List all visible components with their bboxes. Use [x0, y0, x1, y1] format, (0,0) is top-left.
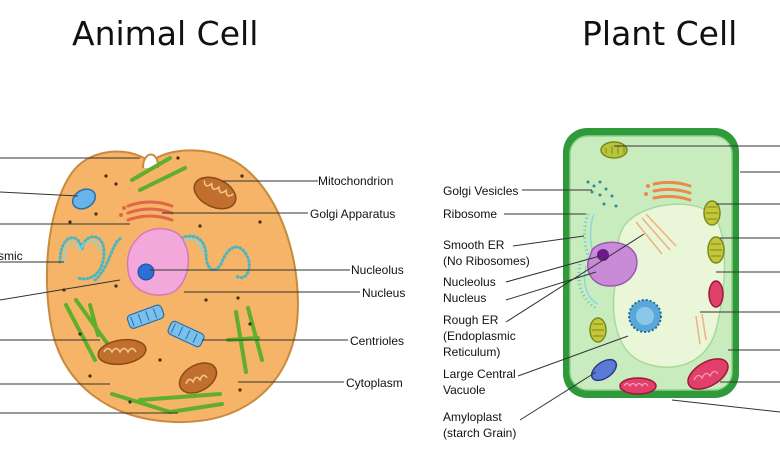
- animal-ribosomes: [62, 156, 262, 404]
- label-plant-nucleus: Nucleus: [443, 291, 487, 305]
- plant-vesicles: [586, 180, 618, 208]
- plant-vacuole: [612, 203, 726, 368]
- label-centrioles: Centrioles: [350, 334, 405, 348]
- animal-er: [58, 234, 251, 282]
- label-ribosome: Ribosome: [443, 207, 498, 221]
- label-golgi-vesicles: Golgi Vesicles: [443, 184, 519, 198]
- plant-er: [577, 213, 597, 310]
- label-plant-nucleolus: Nucleolus: [443, 275, 496, 289]
- animal-er-inner: [63, 238, 203, 263]
- label-smooth-er: Smooth ER: [443, 238, 505, 252]
- animal-lysosome: [71, 188, 97, 210]
- plant-golgi: [644, 180, 692, 202]
- label-amyloplast: Amyloplast: [443, 410, 502, 424]
- animal-cell-title: Animal Cell: [72, 14, 259, 53]
- animal-leader-lines: [0, 157, 360, 414]
- plant-nucleolus: [597, 249, 609, 261]
- animal-cell: [0, 149, 360, 424]
- plant-cell-title: Plant Cell: [582, 14, 738, 53]
- animal-golgi: [119, 200, 174, 222]
- animal-mitochondria: [97, 176, 237, 394]
- label-animal-nucleus: Nucleus: [362, 286, 406, 300]
- plant-chloroplasts: [589, 141, 725, 343]
- label-mitochondrion: Mitochondrion: [318, 174, 394, 188]
- label-cytoplasm: Cytoplasm: [346, 376, 403, 390]
- plant-starch-grain: [590, 358, 618, 382]
- label-smooth-er-note: (No Ribosomes): [443, 254, 530, 268]
- animal-nucleus: [126, 228, 190, 296]
- plant-amyloplasts: [619, 280, 729, 395]
- plant-cell: [504, 128, 780, 421]
- plant-peroxisome: [628, 299, 662, 333]
- plant-rough-er-lines: [635, 213, 707, 345]
- animal-centrioles: [126, 304, 205, 348]
- label-cut-left: smic: [0, 249, 23, 263]
- label-animal-nucleolus: Nucleolus: [351, 263, 404, 277]
- label-golgi-apparatus: Golgi Apparatus: [310, 207, 396, 221]
- label-large-central: Large Central: [443, 367, 516, 381]
- plant-leader-lines: [504, 145, 780, 421]
- label-rough-er-note-2: Reticulum): [443, 345, 501, 359]
- label-rough-er: Rough ER: [443, 313, 499, 327]
- label-rough-er-note-1: (Endoplasmic: [443, 329, 516, 343]
- animal-nucleolus: [137, 263, 155, 281]
- label-vacuole: Vacuole: [443, 383, 486, 397]
- plant-nucleus: [587, 241, 638, 287]
- label-starch-grain: (starch Grain): [443, 426, 517, 440]
